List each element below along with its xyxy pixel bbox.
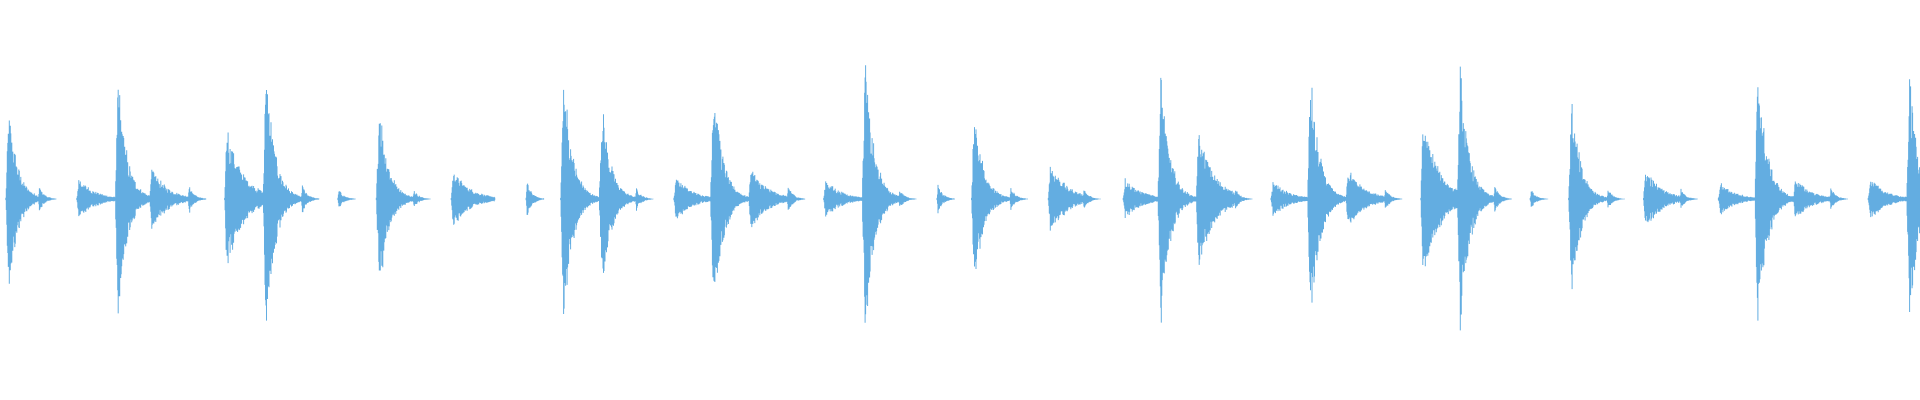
waveform-path	[5, 65, 1920, 331]
waveform-peaks	[5, 65, 1920, 331]
